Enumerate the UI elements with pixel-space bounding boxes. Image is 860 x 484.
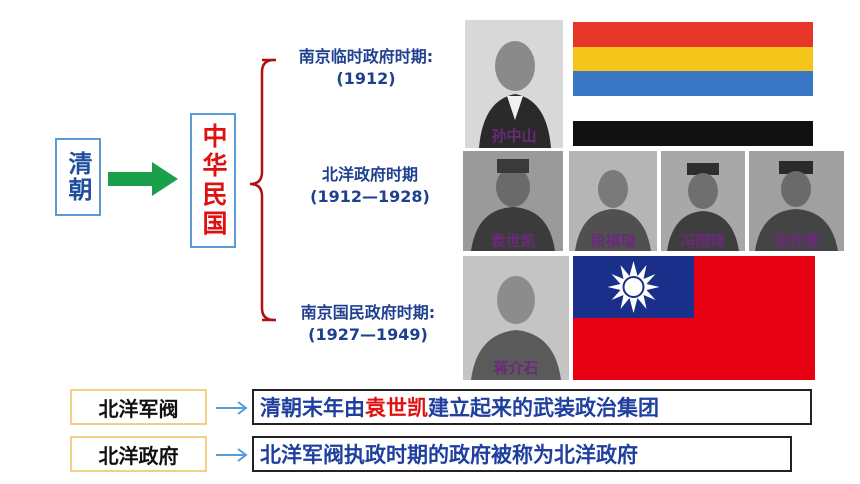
photo-yuan-shikai: 袁世凯 <box>463 151 563 251</box>
arrow-right-icon <box>108 162 178 196</box>
period-name: 南京临时政府时期: <box>298 47 434 66</box>
period-years: (1912—1928) <box>310 187 430 206</box>
period-name: 南京国民政府时期: <box>300 303 436 322</box>
period-years: (1927—1949) <box>308 325 428 344</box>
period-name: 北洋政府时期 <box>321 165 418 184</box>
definition-pre: 清朝末年由 <box>260 396 365 420</box>
period-nanjing-nationalist: 南京国民政府时期: (1927—1949) <box>270 302 466 346</box>
photo-chiang-kai-shek: 蒋介石 <box>463 256 569 380</box>
caption-duan: 段祺瑞 <box>590 232 636 250</box>
roc-box: 中华民国 <box>190 113 236 248</box>
caption-yuan: 袁世凯 <box>490 232 536 250</box>
qing-dynasty-box: 清朝 <box>55 138 101 216</box>
five-color-flag <box>573 22 813 146</box>
brace <box>249 58 276 322</box>
photo-sun-yat-sen: 孙中山 <box>465 20 563 148</box>
definition-pre: 北洋军阀执政时期的政府被称为北洋政府 <box>260 443 638 467</box>
portrait-image <box>661 151 745 251</box>
caption-feng: 冯国璋 <box>680 232 726 250</box>
roc-flag <box>573 256 815 380</box>
portrait-image <box>749 151 844 251</box>
portrait-image <box>465 20 563 148</box>
portrait-image <box>463 256 569 380</box>
arrow-right-icon <box>216 401 248 415</box>
photo-feng-guozhang: 冯国璋 <box>661 151 745 251</box>
arrow-right-icon <box>216 448 248 462</box>
definition-highlight: 袁世凯 <box>365 396 428 420</box>
term-beiyang-warlords: 北洋军阀 <box>70 389 207 425</box>
period-beiyang: 北洋政府时期 (1912—1928) <box>280 164 460 208</box>
period-years: (1912) <box>336 69 396 88</box>
caption-zhang: 张作霖 <box>773 232 819 250</box>
portrait-image <box>569 151 657 251</box>
definition-beiyang-warlords: 清朝末年由袁世凯建立起来的武装政治集团 <box>252 389 812 425</box>
caption-sun: 孙中山 <box>491 127 537 145</box>
definition-post: 建立起来的武装政治集团 <box>428 396 659 420</box>
photo-zhang-zuolin: 张作霖 <box>749 151 844 251</box>
definition-beiyang-government: 北洋军阀执政时期的政府被称为北洋政府 <box>252 436 792 472</box>
portrait-image <box>463 151 563 251</box>
photo-duan-qirui: 段祺瑞 <box>569 151 657 251</box>
caption-chiang: 蒋介石 <box>493 359 539 377</box>
term-beiyang-government: 北洋政府 <box>70 436 207 472</box>
period-nanjing-provisional: 南京临时政府时期: (1912) <box>268 46 464 90</box>
white-sun-icon <box>607 261 660 313</box>
